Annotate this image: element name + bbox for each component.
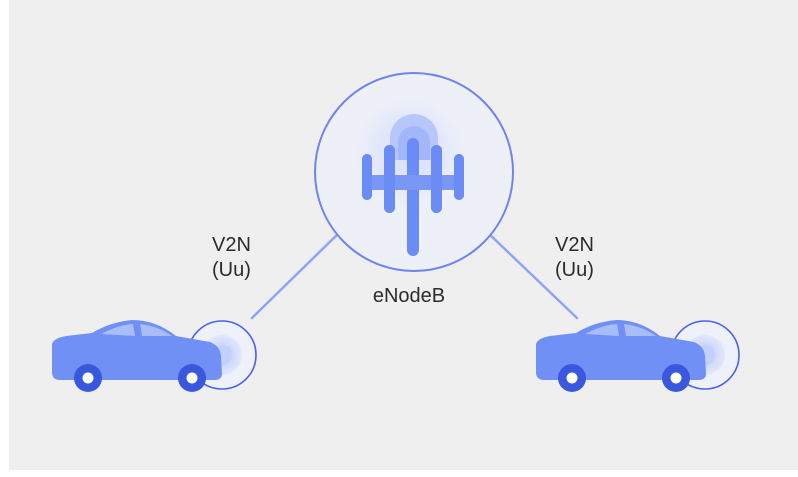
vehicle-left [52, 320, 257, 392]
link-right-line2: (Uu) [555, 259, 594, 281]
link-label-left: V2N (Uu) [212, 234, 251, 281]
link-line-right [485, 230, 579, 320]
car-icon [536, 320, 706, 392]
link-left-line2: (Uu) [212, 259, 251, 281]
cell-tower-icon [362, 114, 464, 256]
vehicle-right [536, 320, 740, 392]
link-right-line1: V2N [555, 234, 594, 256]
link-line-left [250, 228, 344, 320]
enodeb-node: eNodeB [314, 72, 514, 307]
link-label-right: V2N (Uu) [555, 234, 594, 281]
enodeb-label: eNodeB [373, 285, 445, 307]
car-icon [52, 320, 222, 392]
link-left-line1: V2N [212, 234, 251, 256]
